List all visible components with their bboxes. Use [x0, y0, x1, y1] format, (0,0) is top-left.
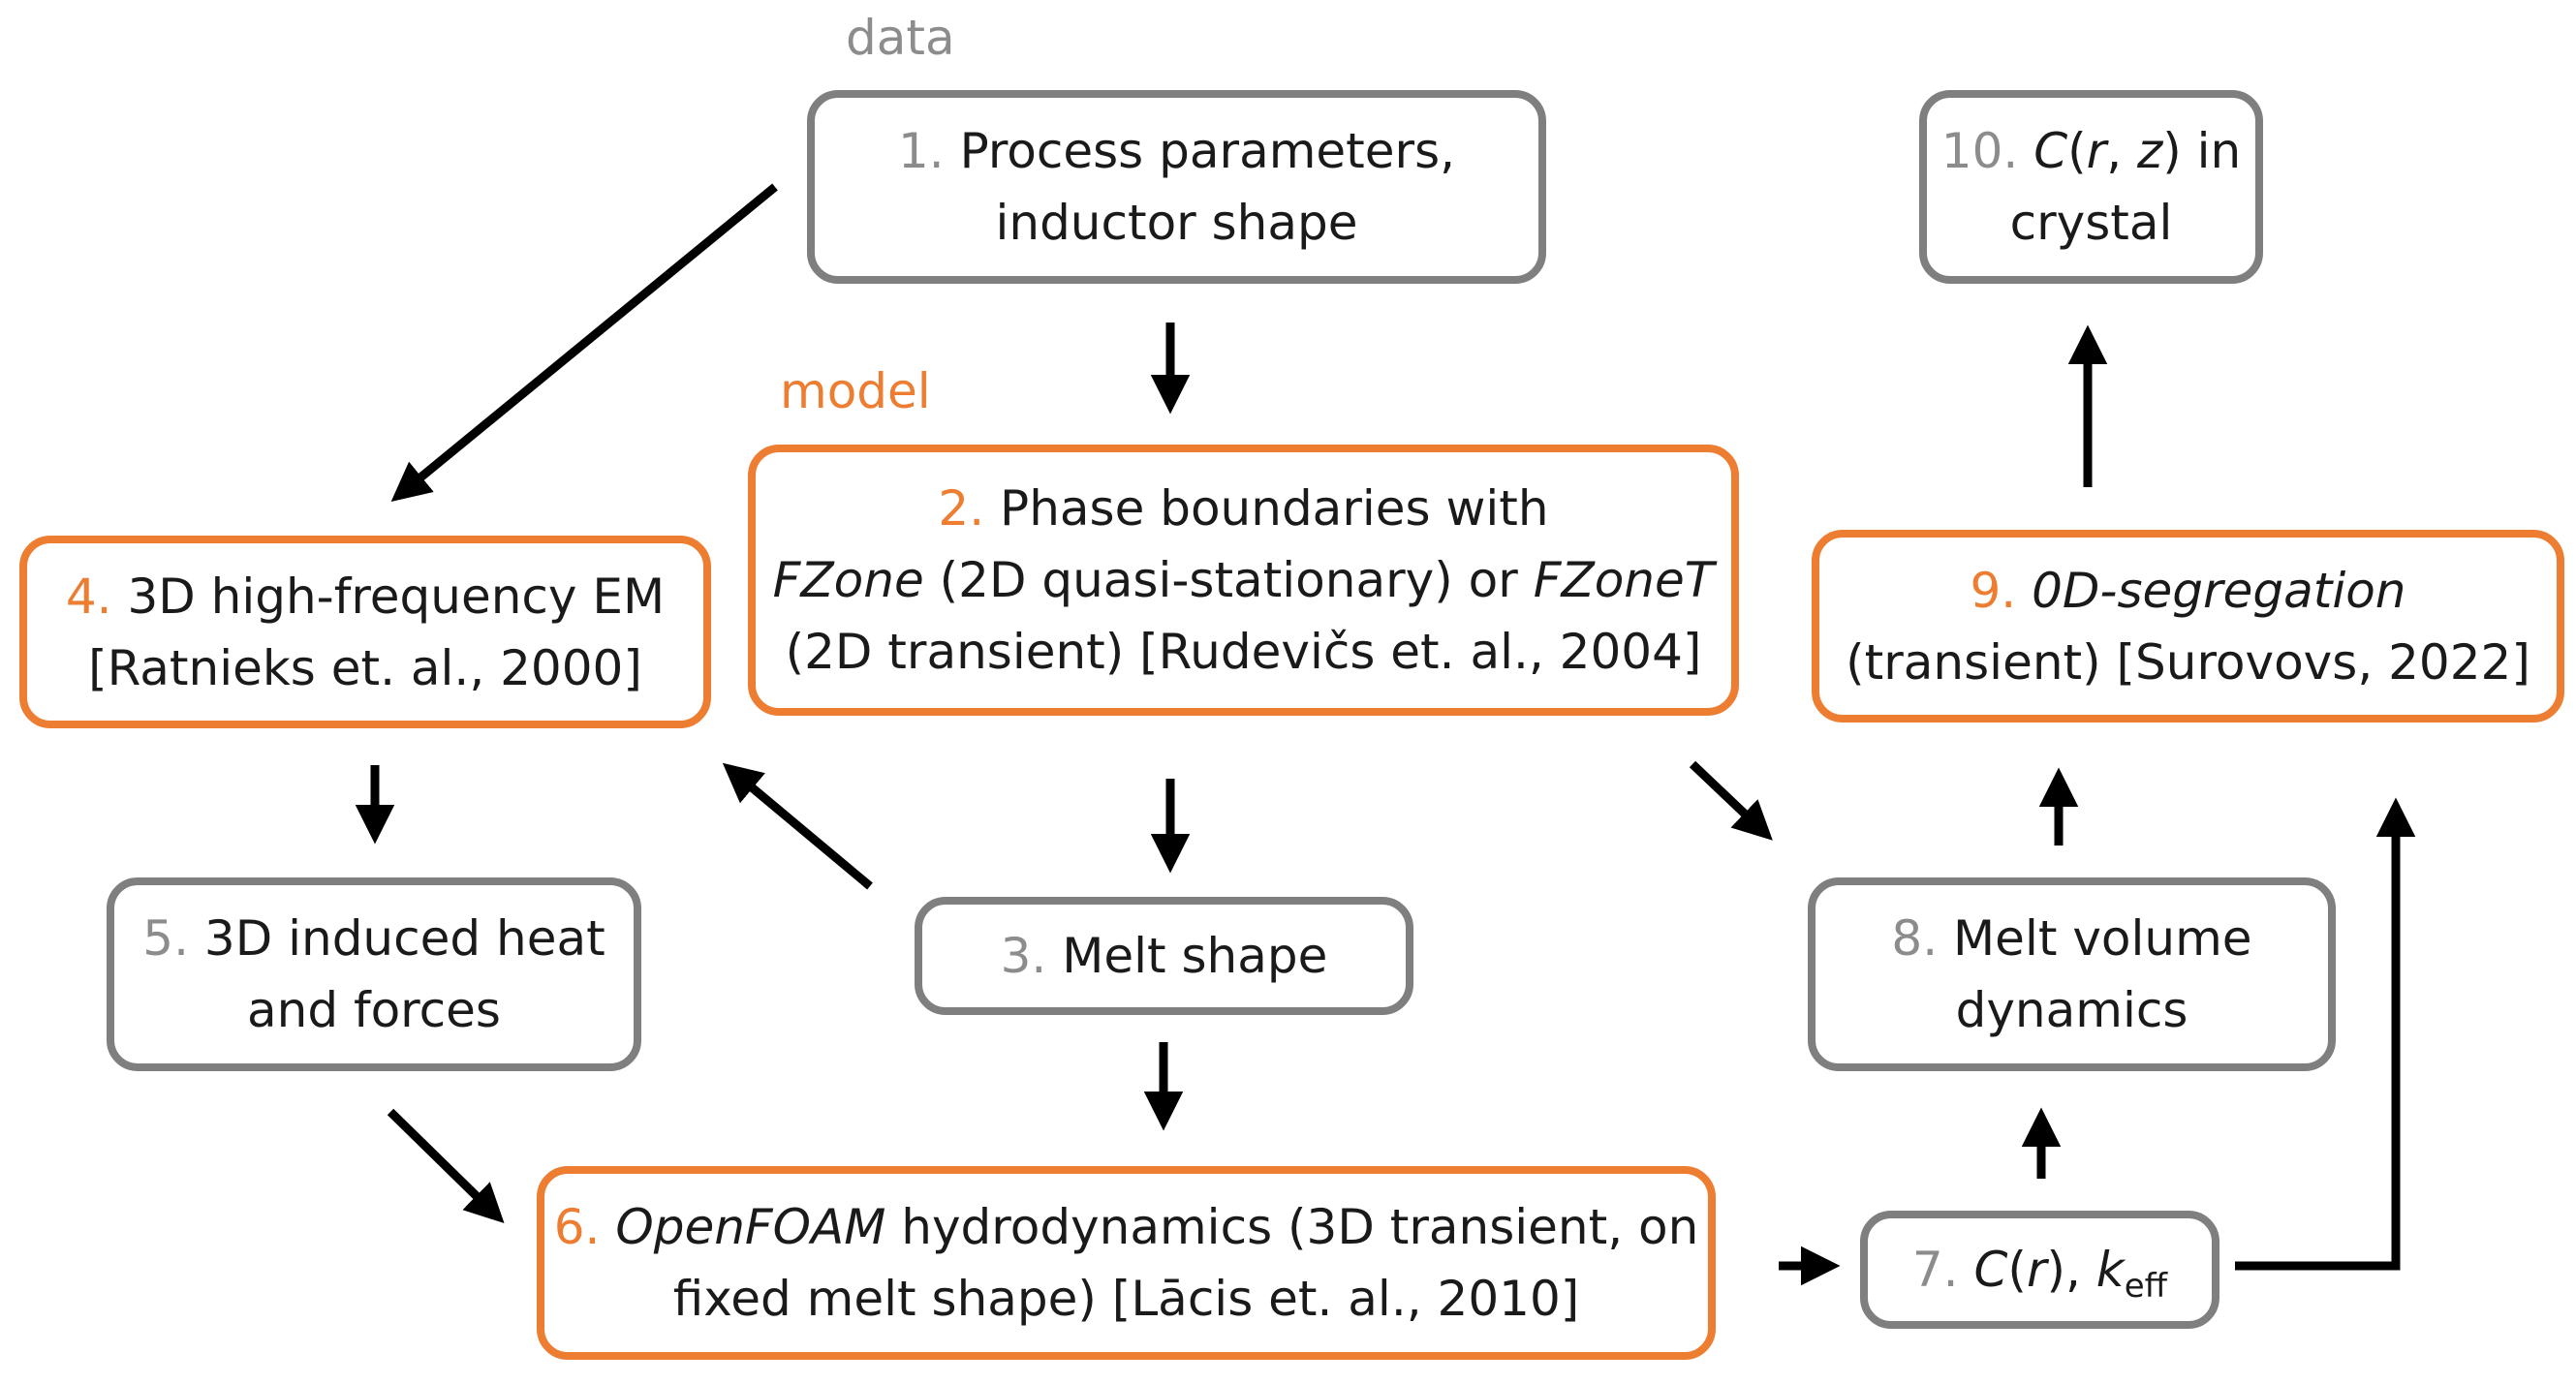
box-6-text-1: hydrodynamics (3D transient, on — [885, 1199, 1699, 1255]
arrow-2-to-8 — [1689, 760, 1773, 841]
box-2-line-2: FZone (2D quasi-stationary) or FZoneT — [773, 544, 1715, 616]
box-7-paren-close: ), — [2046, 1242, 2096, 1298]
box-3-text: Melt shape — [1062, 928, 1328, 984]
box-10-text-2: crystal — [2009, 195, 2173, 251]
box-openfoam-hydrodynamics: 6. OpenFOAM hydrodynamics (3D transient,… — [537, 1166, 1716, 1360]
box-10-paren-close: ) in — [2162, 123, 2242, 179]
box-4-text-2: [Ratnieks et. al., 2000] — [88, 639, 642, 696]
box-8-line-1: 8. Melt volume — [1891, 903, 2251, 974]
box-2-fzonet: FZoneT — [1533, 552, 1715, 608]
box-9-text-2: (transient) [Surovovs, 2022] — [1846, 633, 2530, 691]
box-3-line-1: 3. Melt shape — [1001, 920, 1328, 992]
box-5-text-2: and forces — [247, 982, 501, 1038]
box-7-paren-open: ( — [2007, 1242, 2027, 1298]
box-8-number: 8. — [1891, 910, 1939, 967]
box-10-symbol-c: C — [2033, 123, 2068, 179]
arrow-7-to-9 — [2235, 797, 2416, 1271]
arrow-3-to-4 — [722, 762, 873, 890]
arrow-1-to-4 — [390, 183, 778, 502]
box-7-line-1: 7. C(r), keff — [1912, 1234, 2167, 1306]
box-2-text-2: (2D quasi-stationary) or — [923, 552, 1534, 608]
legend-data: data — [846, 10, 955, 66]
box-8-text-1: Melt volume — [1953, 910, 2252, 967]
box-2-fzone: FZone — [772, 552, 924, 608]
box-10-line-1: 10. C(r, z) in — [1941, 115, 2241, 187]
box-6-openfoam: OpenFOAM — [615, 1199, 886, 1255]
box-7-number: 7. — [1911, 1242, 1959, 1298]
box-7-symbol-k: k — [2095, 1242, 2125, 1298]
box-10-symbol-r: r — [2086, 123, 2107, 179]
box-9-line-1: 9. 0D-segregation — [1970, 555, 2405, 627]
box-process-parameters: 1. Process parameters, inductor shape — [807, 90, 1546, 284]
box-high-frequency-em: 4. 3D high-frequency EM [Ratnieks et. al… — [19, 536, 711, 728]
box-4-text-1: 3D high-frequency EM — [127, 568, 666, 625]
box-10-comma: , — [2106, 123, 2137, 179]
box-2-line-1: 2. Phase boundaries with — [938, 473, 1548, 544]
box-2-text-3: (2D transient) [Rudevičs et. al., 2004] — [785, 624, 1702, 680]
box-induced-heat-forces: 5. 3D induced heat and forces — [107, 877, 641, 1071]
box-3-number: 3. — [1000, 928, 1047, 984]
box-10-symbol-z: z — [2137, 123, 2163, 179]
box-2-number: 2. — [938, 480, 985, 537]
legend-model: model — [780, 363, 931, 419]
box-5-line-1: 5. 3D induced heat — [142, 903, 605, 974]
box-1-text-1: Process parameters, — [959, 123, 1456, 179]
box-concentration-keff: 7. C(r), keff — [1860, 1211, 2219, 1329]
box-1-text-2: inductor shape — [995, 195, 1358, 251]
box-4-number: 4. — [65, 568, 112, 625]
box-melt-volume-dynamics: 8. Melt volume dynamics — [1808, 877, 2336, 1071]
box-melt-shape: 3. Melt shape — [915, 897, 1413, 1015]
box-1-line-1: 1. Process parameters, — [898, 115, 1455, 187]
box-10-paren-open: ( — [2067, 123, 2087, 179]
box-0d-segregation: 9. 0D-segregation (transient) [Surovovs,… — [1812, 530, 2564, 723]
box-1-number: 1. — [897, 123, 945, 179]
arrow-5-to-6 — [387, 1108, 505, 1224]
box-9-number: 9. — [1970, 562, 2017, 619]
box-7-symbol-c: C — [1973, 1242, 2008, 1298]
box-7-symbol-r: r — [2026, 1242, 2047, 1298]
box-6-line-1: 6. OpenFOAM hydrodynamics (3D transient,… — [554, 1191, 1699, 1263]
box-7-subscript: eff — [2124, 1267, 2168, 1306]
box-8-text-2: dynamics — [1955, 982, 2188, 1038]
box-5-text-1: 3D induced heat — [203, 910, 605, 967]
box-10-number: 10. — [1940, 123, 2019, 179]
box-4-line-1: 4. 3D high-frequency EM — [66, 561, 665, 632]
box-5-number: 5. — [142, 910, 189, 967]
box-6-text-2: fixed melt shape) [Lācis et. al., 2010] — [672, 1271, 1580, 1327]
box-phase-boundaries: 2. Phase boundaries with FZone (2D quasi… — [748, 445, 1739, 716]
box-2-text-1: Phase boundaries with — [1000, 480, 1549, 537]
box-6-number: 6. — [553, 1199, 601, 1255]
box-concentration-crystal: 10. C(r, z) in crystal — [1919, 90, 2263, 284]
box-9-title: 0D-segregation — [2032, 562, 2406, 619]
